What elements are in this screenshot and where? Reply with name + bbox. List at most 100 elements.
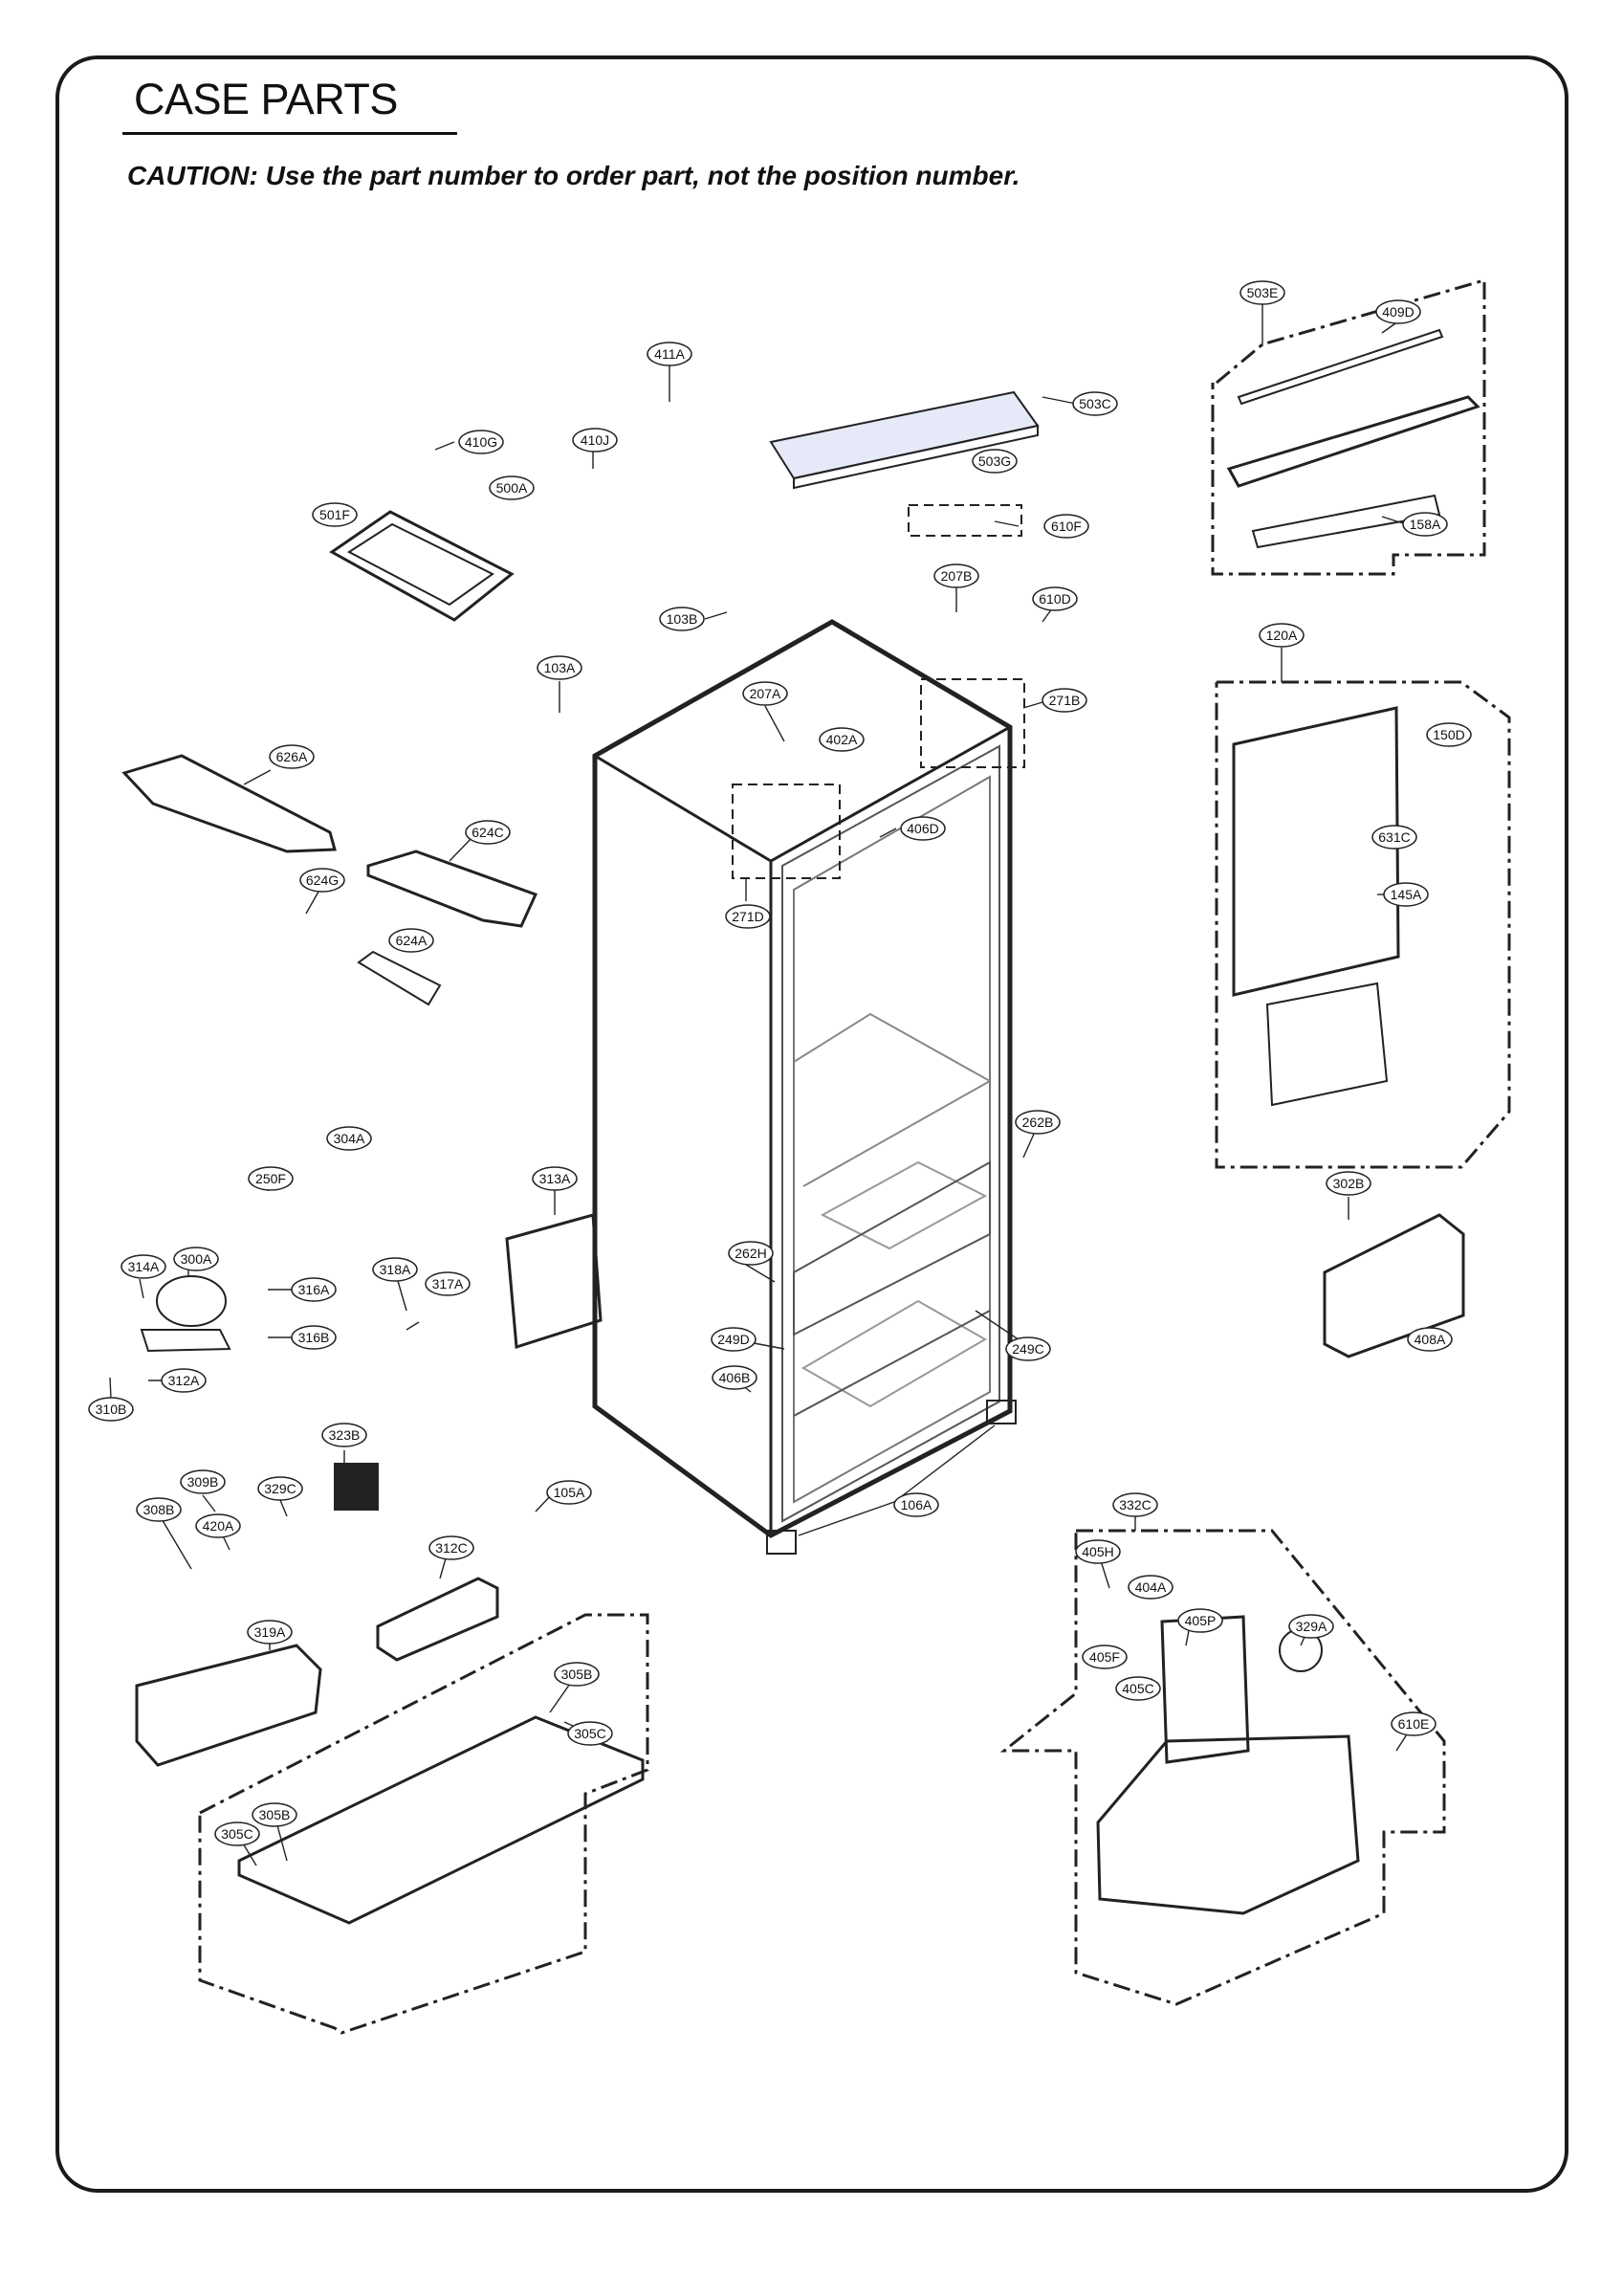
callout-150d: 150D <box>1426 722 1472 747</box>
callout-bubble <box>567 1721 613 1746</box>
callout-label: 319A <box>254 1624 286 1640</box>
callout-label: 624C <box>472 825 503 840</box>
callout-bubble <box>1005 1336 1051 1361</box>
callout-319a: 319A <box>247 1620 293 1645</box>
duct-cover-332c <box>1096 1734 1360 1915</box>
evaporator-302b <box>1323 1213 1465 1358</box>
callout-bubble <box>933 563 979 588</box>
callout-bubble <box>1115 1676 1161 1701</box>
callout-bubble <box>321 1423 367 1447</box>
callout-label: 312C <box>435 1540 467 1556</box>
fan-323b <box>334 1463 379 1511</box>
inset-box-271d <box>732 784 841 879</box>
callout-label: 420A <box>203 1518 234 1534</box>
callout-bubble <box>425 1271 471 1296</box>
drain-pan-305 <box>237 1715 645 1925</box>
callout-bubble <box>1326 1171 1371 1196</box>
base-plate-319a <box>135 1644 322 1767</box>
callout-309b: 309B <box>180 1469 226 1494</box>
callout-bubble <box>1239 280 1285 305</box>
callout-label: 305C <box>221 1826 252 1842</box>
callout-308b: 308B <box>136 1497 182 1522</box>
callout-207b: 207B <box>933 563 979 588</box>
callout-bubble <box>725 904 771 929</box>
callout-label: 302B <box>1333 1176 1365 1191</box>
shelf-409d <box>1237 328 1444 406</box>
callout-label: 610E <box>1398 1716 1430 1732</box>
inset-box-271b <box>920 678 1025 768</box>
callout-409d: 409D <box>1375 299 1421 324</box>
callout-bubble <box>388 928 434 953</box>
cover-313a <box>505 1213 603 1349</box>
callout-610f: 610F <box>1043 514 1089 539</box>
callout-313a: 313A <box>532 1166 578 1191</box>
callout-145a: 145A <box>1383 882 1429 907</box>
callout-label: 308B <box>143 1502 175 1517</box>
callout-bubble <box>893 1492 939 1517</box>
callout-label: 408A <box>1415 1332 1446 1347</box>
panel-120a <box>1232 706 1400 1107</box>
callout-bubble <box>1371 825 1417 850</box>
callout-500a: 500A <box>489 475 535 500</box>
callout-label: 503G <box>978 453 1011 469</box>
callout-411a: 411A <box>647 342 692 366</box>
callout-503c: 503C <box>1072 391 1118 416</box>
callout-631c: 631C <box>1371 825 1417 850</box>
callout-label: 158A <box>1410 517 1441 532</box>
callout-610e: 610E <box>1391 1711 1437 1736</box>
callout-bubble <box>1043 514 1089 539</box>
callout-bubble <box>1407 1327 1453 1352</box>
callout-bubble <box>312 502 358 527</box>
callout-bubble <box>900 816 946 841</box>
callout-bubble <box>546 1480 592 1505</box>
callout-bubble <box>1391 1711 1437 1736</box>
callout-405h: 405H <box>1075 1539 1121 1564</box>
callout-405p: 405P <box>1177 1608 1223 1633</box>
callout-bubble <box>136 1497 182 1522</box>
callout-bubble <box>121 1254 166 1279</box>
callout-bubble <box>299 868 345 893</box>
callout-318a: 318A <box>372 1257 418 1282</box>
callout-bubble <box>458 430 504 454</box>
callout-304a: 304A <box>326 1126 372 1151</box>
callout-bubble <box>372 1257 418 1282</box>
group-outline-bottom-left <box>198 1613 649 2035</box>
callout-405c: 405C <box>1115 1676 1161 1701</box>
callout-305b: 305B <box>554 1662 600 1687</box>
compressor-300a <box>140 1275 231 1353</box>
callout-bubble <box>161 1368 207 1393</box>
callout-label: 207A <box>750 686 781 701</box>
callout-label: 329C <box>264 1481 296 1496</box>
callout-bubble <box>269 744 315 769</box>
callout-302b: 302B <box>1326 1171 1371 1196</box>
callout-404a: 404A <box>1128 1575 1173 1600</box>
callout-503g: 503G <box>972 449 1018 474</box>
callout-410j: 410J <box>572 428 618 453</box>
callout-305b: 305B <box>252 1802 297 1827</box>
callout-label: 406B <box>719 1370 751 1385</box>
callout-label: 631C <box>1378 829 1410 845</box>
page-frame <box>55 55 1568 2193</box>
callout-label: 410J <box>581 432 609 448</box>
callout-501f: 501F <box>312 502 358 527</box>
callout-label: 271D <box>732 909 763 924</box>
callout-bubble <box>180 1469 226 1494</box>
leader-lines <box>109 302 1415 1866</box>
callout-label: 120A <box>1266 628 1298 643</box>
callout-105a: 105A <box>546 1480 592 1505</box>
callout-bubble <box>711 1327 757 1352</box>
callout-label: 405H <box>1082 1544 1113 1559</box>
callout-label: 103B <box>667 611 698 627</box>
callout-408a: 408A <box>1407 1327 1453 1352</box>
callout-bubble <box>1072 391 1118 416</box>
callout-bubble <box>572 428 618 453</box>
callout-250f: 250F <box>248 1166 294 1191</box>
duct-312c <box>376 1577 499 1662</box>
callout-bubble <box>1128 1575 1173 1600</box>
callout-402a: 402A <box>819 727 865 752</box>
page-title: CASE PARTS <box>134 75 398 123</box>
callout-label: 300A <box>181 1251 212 1267</box>
group-outline-bottom-right <box>999 1529 1446 2006</box>
